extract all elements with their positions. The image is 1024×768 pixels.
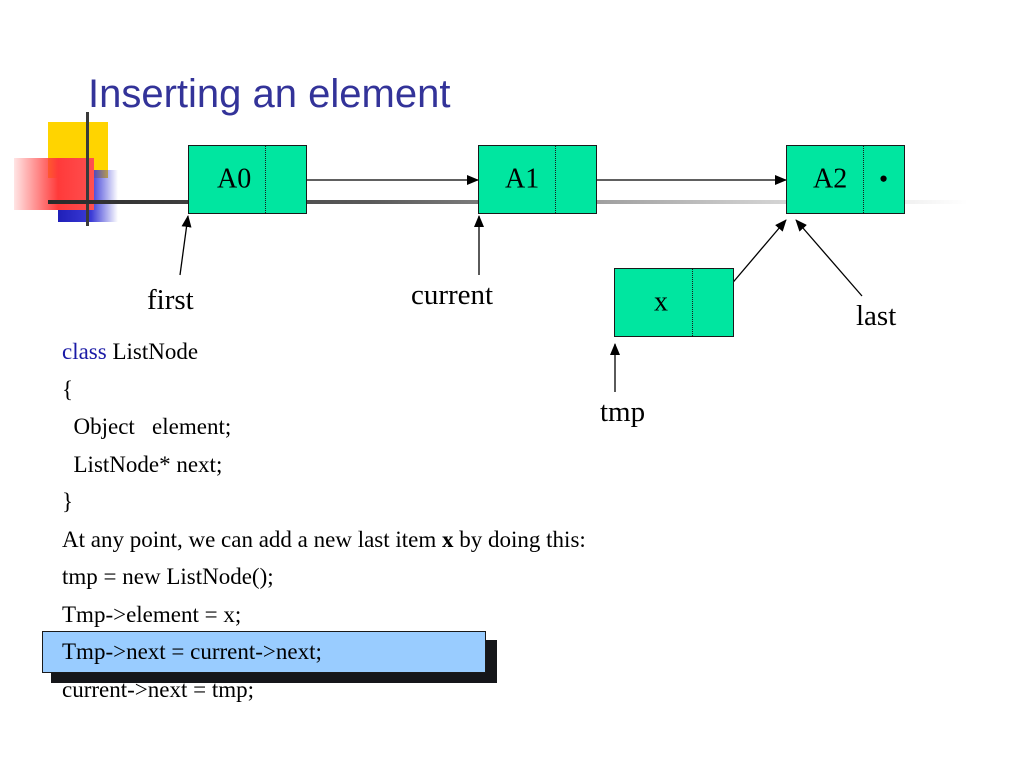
pointer-label-current: current [411, 279, 494, 311]
node-a2-null-marker: • [879, 163, 889, 193]
slide-title: Inserting an element [88, 72, 451, 116]
node-a1-label: A1 [505, 162, 540, 194]
code-line-2: { [62, 377, 74, 402]
code-line-1-rest: ListNode [106, 339, 199, 364]
node-a0-label: A0 [217, 162, 252, 194]
code-line-8: Tmp->element = x; [62, 602, 242, 627]
node-a2-label: A2 [813, 162, 848, 194]
node-a0-divider [265, 146, 266, 213]
code-line-10: current->next = tmp; [62, 677, 254, 702]
code-keyword-class: class [62, 339, 107, 364]
code-line-3: Object element; [62, 414, 232, 439]
code-line-1: class ListNode [62, 339, 198, 365]
code-line-9: Tmp->next = current->next; [62, 639, 322, 664]
node-a1: A1 [478, 145, 597, 214]
node-a0: A0 [188, 145, 307, 214]
code-line-5: } [62, 489, 74, 514]
pointer-label-tmp: tmp [600, 396, 646, 428]
code-line-6-after: by doing this: [453, 527, 586, 552]
code-line-4: ListNode* next; [62, 452, 223, 477]
node-a1-divider [555, 146, 556, 213]
node-a2: A2 • [786, 145, 905, 214]
node-a2-divider [863, 146, 864, 213]
code-line-6-bold-x: x [442, 527, 454, 552]
node-x-divider [692, 269, 693, 336]
arrow-first-pointer [179, 215, 192, 276]
highlight-box [42, 631, 486, 673]
code-line-6-before: At any point, we can add a new last item [62, 527, 443, 552]
pointer-label-first: first [147, 284, 194, 316]
arrow-last-pointer [795, 219, 863, 297]
code-line-6: At any point, we can add a new last item… [62, 527, 586, 553]
logo-vertical-line [86, 112, 89, 226]
pointer-label-last: last [856, 300, 897, 332]
code-line-7: tmp = new ListNode(); [62, 564, 274, 589]
node-x-label: x [654, 285, 668, 317]
node-x: x [614, 268, 734, 337]
